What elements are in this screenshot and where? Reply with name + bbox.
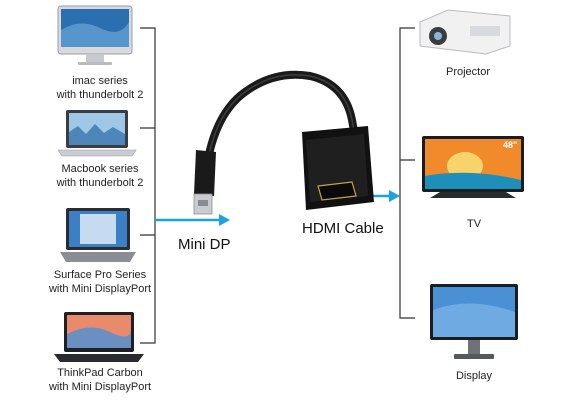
output-bracket <box>399 27 415 319</box>
output-label-tv: TV <box>466 218 482 230</box>
tv-icon <box>422 136 524 198</box>
mini-dp-label: Mini DP <box>178 236 231 253</box>
hdmi-cable-label: HDMI Cable <box>302 220 384 237</box>
source-label-imac: imac series with thunderbolt 2 <box>56 75 144 101</box>
source-label-thinkpad: ThinkPad Carbon with Mini DisplayPort <box>48 367 152 393</box>
display-icon <box>430 284 518 359</box>
macbook-icon <box>57 110 137 157</box>
imac-icon <box>57 5 133 65</box>
adapter-cable <box>201 70 360 180</box>
source-label-macbook: Macbook series with thunderbolt 2 <box>56 163 144 189</box>
mini-dp-plug <box>193 150 216 215</box>
thinkpad-icon <box>54 312 144 362</box>
output-label-display: Display <box>455 370 493 382</box>
hdmi-head <box>302 126 374 210</box>
source-label-surface: Surface Pro Series with Mini DisplayPort <box>48 269 152 295</box>
surface-icon <box>60 208 136 262</box>
output-label-projector: Projector <box>445 66 491 78</box>
tv-size-badge: 48" <box>503 140 518 150</box>
arrow-in <box>155 214 230 226</box>
projector-icon <box>419 9 511 55</box>
source-bracket <box>140 27 156 344</box>
